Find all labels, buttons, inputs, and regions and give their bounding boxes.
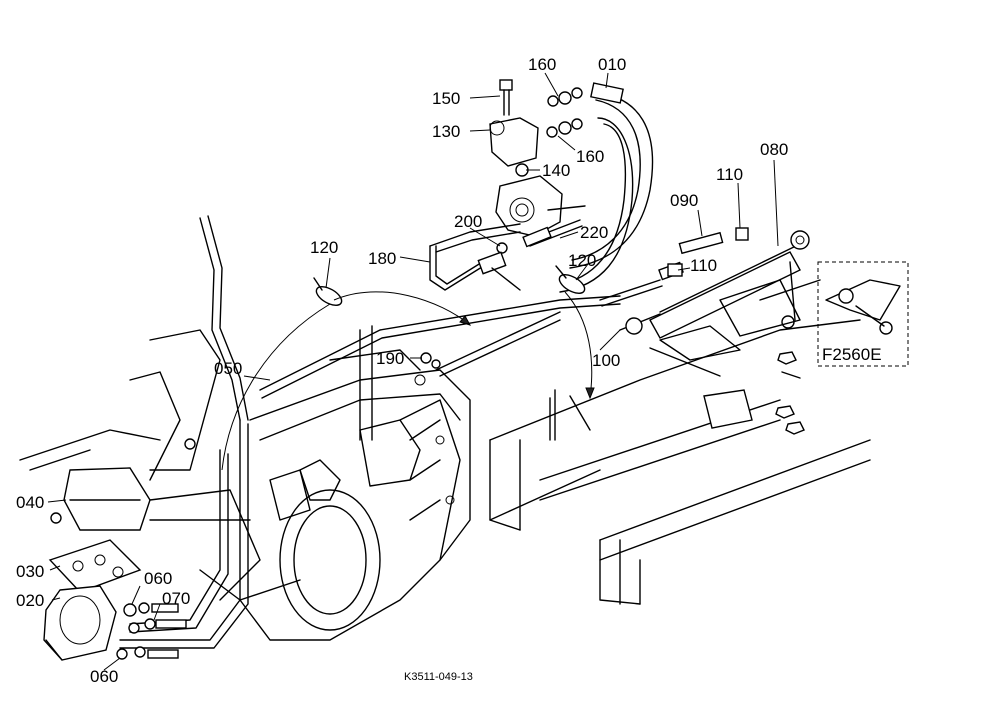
label-040: 040 [16, 493, 45, 512]
label-120-left: 120 [310, 238, 339, 257]
block-130 [489, 117, 539, 177]
label-110-upper: 110 [716, 165, 744, 184]
label-010: 010 [598, 55, 627, 74]
label-130: 130 [432, 122, 461, 141]
fitting-200 [477, 242, 521, 291]
label-160-lower: 160 [576, 147, 605, 166]
bolt-150 [499, 79, 513, 116]
inset-box [817, 261, 909, 367]
label-100: 100 [592, 351, 621, 370]
cylinder-080 [599, 227, 810, 339]
label-080: 080 [760, 140, 789, 159]
hydraulic-pipes [119, 215, 621, 649]
transmission-housing [239, 325, 471, 641]
left-frame [19, 329, 301, 601]
label-220: 220 [580, 223, 609, 242]
fittings-060-070 [116, 602, 187, 660]
label-030: 030 [16, 562, 45, 581]
label-150: 150 [432, 89, 461, 108]
label-190: 190 [376, 349, 405, 368]
tie-rod-end [775, 261, 805, 435]
label-070: 070 [162, 589, 191, 608]
valve-assembly [495, 175, 586, 248]
label-050: 050 [214, 359, 243, 378]
hose-010 [559, 82, 654, 293]
pump-020 [43, 585, 117, 661]
gasket-030 [48, 539, 142, 593]
pipe-180 [429, 223, 521, 291]
label-140: 140 [542, 161, 571, 180]
drawing-code: K3511-049-13 [404, 671, 473, 683]
label-090: 090 [670, 191, 699, 210]
label-020: 020 [16, 591, 45, 610]
label-060-lower: 060 [90, 667, 119, 686]
leader-lines [47, 72, 779, 671]
bracket-120 [313, 265, 586, 306]
label-120-right: 120 [568, 251, 597, 270]
fitting-160 [546, 87, 583, 138]
fitting-190 [420, 352, 441, 369]
label-160-upper: 160 [528, 55, 557, 74]
label-200: 200 [454, 212, 483, 231]
inset-label: F2560E [822, 345, 882, 364]
label-110-lower: 110 [690, 256, 718, 275]
label-060-upper: 060 [144, 569, 173, 588]
label-180: 180 [368, 249, 397, 268]
front-axle [489, 279, 871, 605]
